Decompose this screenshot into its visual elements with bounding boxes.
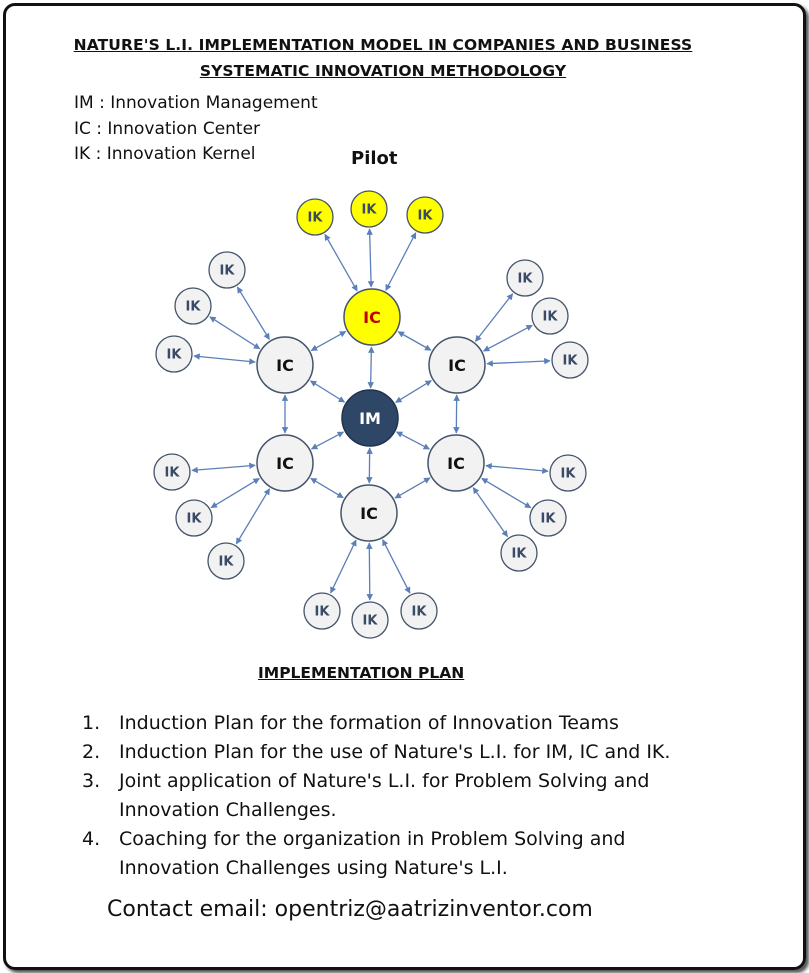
im-ic-link xyxy=(395,380,432,403)
plan-item-number: 2. xyxy=(82,741,101,763)
plan-item-text: Coaching for the organization in Problem… xyxy=(119,828,626,879)
ic-node-label: IC xyxy=(447,454,465,473)
ik-node: IK xyxy=(303,592,341,630)
ic-ic-link xyxy=(394,477,431,499)
ik-node: IK xyxy=(351,601,389,639)
title-line-1: NATURE'S L.I. IMPLEMENTATION MODEL IN CO… xyxy=(73,36,693,54)
ic-ik-link xyxy=(193,353,256,365)
pilot-ik-node: IK xyxy=(296,198,334,236)
ic-ic-link xyxy=(310,477,344,499)
im-ic-link xyxy=(310,431,345,450)
ic-ik-link xyxy=(366,228,375,288)
ik-node: IK xyxy=(529,499,567,537)
pilot-ik-node-label: IK xyxy=(362,203,378,218)
ic-ik-link xyxy=(482,324,533,352)
plan-item-text: Induction Plan for the formation of Inno… xyxy=(119,712,619,734)
ik-node: IK xyxy=(506,259,544,297)
ic-node-label: IC xyxy=(276,454,294,473)
pilot-ik-node-label: IK xyxy=(418,209,434,224)
ik-node: IK xyxy=(531,297,569,335)
ic-ik-link xyxy=(330,539,357,594)
ik-node-label: IK xyxy=(186,300,202,315)
ik-node-label: IK xyxy=(315,605,331,620)
ic-node: IC xyxy=(427,434,485,492)
ik-node-label: IK xyxy=(220,264,236,279)
ik-node: IK xyxy=(400,592,438,630)
ik-node-label: IK xyxy=(543,310,559,325)
plan-item-number: 4. xyxy=(82,828,101,850)
implementation-plan-title: IMPLEMENTATION PLAN xyxy=(258,664,465,682)
ik-node-label: IK xyxy=(363,614,379,629)
legend-ik: IK : Innovation Kernel xyxy=(74,144,256,164)
ik-node: IK xyxy=(174,287,212,325)
ik-node-label: IK xyxy=(561,467,577,482)
ic-ik-link xyxy=(474,293,514,342)
ik-node: IK xyxy=(207,542,245,580)
ic-node-label: IC xyxy=(360,504,378,523)
ic-ik-link xyxy=(191,462,256,474)
ik-node-label: IK xyxy=(219,555,235,570)
ik-node-label: IK xyxy=(541,512,557,527)
plan-item-number: 3. xyxy=(82,770,101,792)
im-ic-link xyxy=(396,431,430,450)
ik-node: IK xyxy=(500,534,538,572)
ic-node-label: IC xyxy=(448,356,466,375)
ik-node-label: IK xyxy=(165,466,181,481)
im-node-label: IM xyxy=(359,409,381,428)
ik-node: IK xyxy=(208,251,246,289)
im-ic-link xyxy=(309,380,346,403)
title-line-2: SYSTEMATIC INNOVATION METHODOLOGY xyxy=(199,62,567,80)
pilot-ik-node: IK xyxy=(406,196,444,234)
legend-ic: IC : Innovation Center xyxy=(74,119,261,139)
ic-node: IC xyxy=(256,434,314,492)
ik-node: IK xyxy=(551,341,589,379)
plan-item-text: Joint application of Nature's L.I. for P… xyxy=(119,770,650,821)
ic-node: IC xyxy=(256,336,314,394)
ic-ik-link xyxy=(385,232,417,291)
legend-im: IM : Innovation Management xyxy=(74,93,318,113)
ic-ik-link xyxy=(236,286,270,340)
contact-email: Contact email: opentriz@aatrizinventor.c… xyxy=(107,897,593,922)
ik-node-label: IK xyxy=(412,605,428,620)
ik-node-label: IK xyxy=(512,547,528,562)
ic-node: IC xyxy=(428,336,486,394)
ic-ik-link xyxy=(485,462,549,474)
pilot-ic-node: IC xyxy=(343,288,401,346)
ic-ik-link xyxy=(472,487,509,538)
ik-node-label: IK xyxy=(518,272,534,287)
ic-ik-link xyxy=(481,477,532,509)
im-ic-link xyxy=(367,346,375,389)
ik-node: IK xyxy=(549,454,587,492)
ik-node-label: IK xyxy=(167,348,183,363)
pilot-label: Pilot xyxy=(351,148,398,169)
ik-node: IK xyxy=(175,499,213,537)
ic-ik-link xyxy=(209,316,261,350)
ik-node: IK xyxy=(153,453,191,491)
ik-node-label: IK xyxy=(563,354,579,369)
pilot-ik-node-label: IK xyxy=(308,211,324,226)
ic-ik-link xyxy=(235,488,271,545)
ic-ik-link xyxy=(366,542,374,601)
ik-node-label: IK xyxy=(187,512,203,527)
ic-node: IC xyxy=(340,484,398,542)
ic-ik-link xyxy=(382,539,411,594)
ic-node-label: IC xyxy=(276,356,294,375)
ic-ic-link xyxy=(310,330,347,352)
im-node: IM xyxy=(341,389,399,447)
ik-node: IK xyxy=(155,335,193,373)
pilot-ik-node: IK xyxy=(350,190,388,228)
ic-ik-link xyxy=(324,233,358,292)
plan-item-number: 1. xyxy=(82,712,101,734)
ic-ik-link xyxy=(486,357,551,367)
ic-ik-link xyxy=(210,477,260,509)
plan-item-text: Induction Plan for the use of Nature's L… xyxy=(119,741,671,763)
page-frame xyxy=(3,3,806,970)
pilot-ic-node-label: IC xyxy=(363,308,381,327)
ic-ic-link xyxy=(397,331,432,351)
